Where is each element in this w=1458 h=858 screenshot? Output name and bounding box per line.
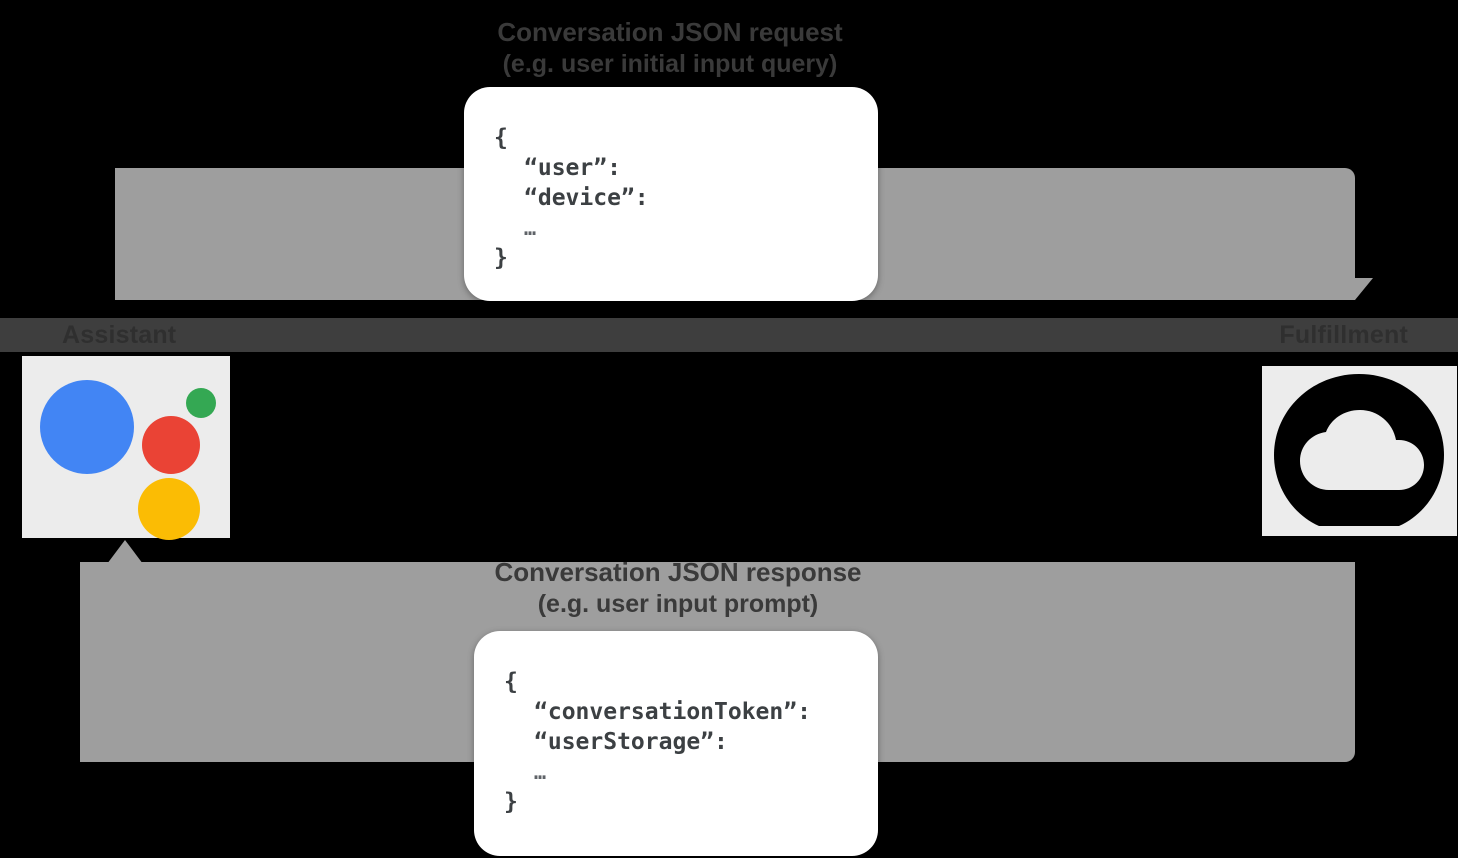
response-json-ellipsis: … <box>534 760 547 784</box>
response-flow-arrowhead <box>107 540 143 564</box>
request-json-close: } <box>494 245 508 271</box>
response-caption-line2: (e.g. user input prompt) <box>537 590 819 618</box>
request-json-key-user: “user”: <box>524 155 621 181</box>
lane-divider-band <box>0 318 1458 352</box>
response-caption: Conversation JSON response (e.g. user in… <box>0 556 1356 620</box>
assistant-dot-red <box>142 416 200 474</box>
response-caption-line1: Conversation JSON response <box>494 557 862 587</box>
google-assistant-icon <box>22 356 230 540</box>
request-json-ellipsis: … <box>524 216 537 240</box>
request-json-card: { “user”: “device”: … } <box>464 87 878 301</box>
assistant-dot-green <box>186 388 216 418</box>
request-caption-line2: (e.g. user initial input query) <box>502 50 838 78</box>
response-json-key-user-storage: “userStorage”: <box>534 729 728 755</box>
cloud-icon <box>1262 366 1457 536</box>
response-json-open: { <box>504 669 518 695</box>
response-json-key-conversation-token: “conversationToken”: <box>534 699 811 725</box>
response-json-close: } <box>504 789 518 815</box>
request-caption: Conversation JSON request (e.g. user ini… <box>0 16 1340 80</box>
request-caption-line1: Conversation JSON request <box>497 17 843 47</box>
assistant-dot-blue <box>40 380 134 474</box>
request-json-key-device: “device”: <box>524 185 649 211</box>
cloud-glyph <box>1274 374 1444 526</box>
assistant-dot-yellow <box>138 478 200 540</box>
lane-label-assistant: Assistant <box>62 321 177 349</box>
request-flow-arrowhead <box>1337 278 1373 300</box>
request-json-open: { <box>494 125 508 151</box>
lane-label-fulfillment: Fulfillment <box>1279 321 1408 349</box>
response-json-card: { “conversationToken”: “userStorage”: … … <box>474 631 878 856</box>
